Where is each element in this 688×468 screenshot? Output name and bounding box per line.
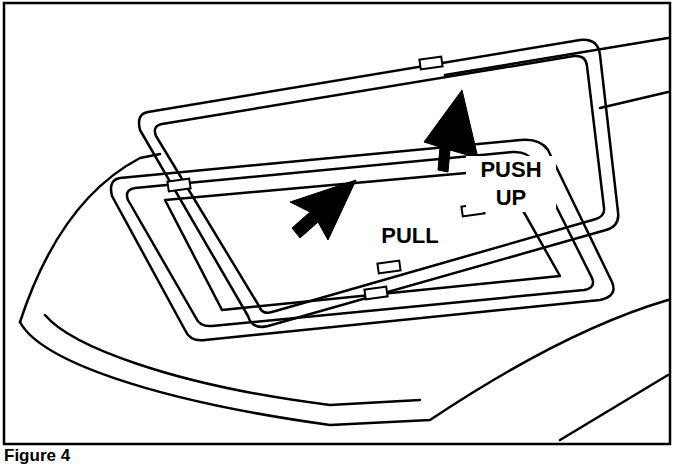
latch-tab xyxy=(167,179,190,192)
roof-edge xyxy=(20,154,160,322)
glass-panel-frame xyxy=(139,40,618,327)
action-label: PUSH UP xyxy=(466,156,556,212)
roof-opening xyxy=(111,140,614,341)
roof-contour xyxy=(560,375,668,440)
windshield-contour xyxy=(45,315,420,405)
latch-tab xyxy=(419,57,442,70)
pull-arrow xyxy=(290,180,356,240)
glass-panel-inner xyxy=(155,56,604,313)
roof-contour xyxy=(600,92,668,108)
latch-tab xyxy=(364,287,387,300)
action-label: PULL xyxy=(366,222,454,250)
windshield-edge xyxy=(20,300,668,425)
figure-frame xyxy=(4,3,670,444)
figure-caption: Figure 4 xyxy=(4,446,70,466)
latch-tab xyxy=(377,261,400,274)
